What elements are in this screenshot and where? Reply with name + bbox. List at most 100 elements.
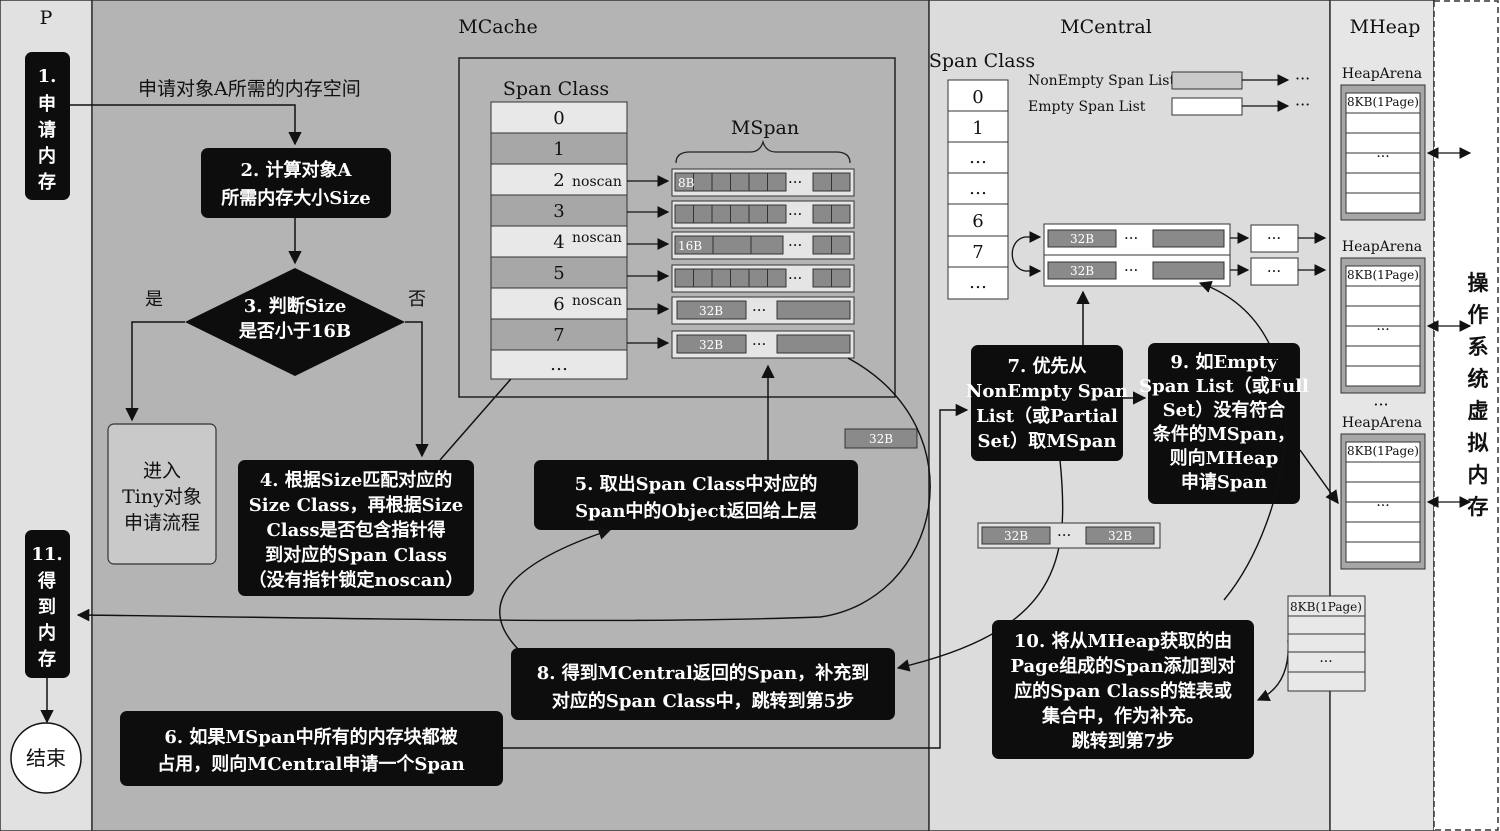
svg-text:32B: 32B [1004,529,1028,543]
svg-text:8KB(1Page): 8KB(1Page) [1290,600,1362,614]
svg-text:内: 内 [1468,462,1489,487]
step-6-box: 6. 如果MSpan中所有的内存块都被 占用，则向MCentral申请一个Spa… [120,711,503,786]
svg-text:6: 6 [553,294,564,315]
svg-text:所需内存大小Size: 所需内存大小Size [221,187,371,209]
heap-arena-label: HeapArena [1342,415,1422,431]
svg-text:拟: 拟 [1468,430,1489,455]
svg-text:集合中，作为补充。: 集合中，作为补充。 [1041,705,1204,727]
svg-text:5: 5 [553,263,564,284]
svg-text:1.: 1. [38,66,57,87]
mspan-dots: ··· [752,335,766,353]
mcentral-class7-lists: 32B ··· 32B ··· ··· ··· [1011,223,1327,287]
svg-text:对应的Span Class中，跳转到第5步: 对应的Span Class中，跳转到第5步 [552,690,854,712]
svg-text:11.: 11. [31,544,62,565]
step-5-box: 5. 取出Span Class中对应的 Span中的Object返回给上层 [534,460,858,530]
mcentral-returned-span: 32B ··· 32B [977,522,1161,549]
mcentral-span-class-title: Span Class [929,50,1035,72]
svg-text:统: 统 [1468,366,1489,391]
mspan-dots: ··· [788,173,802,191]
svg-text:存: 存 [38,171,56,193]
tiny-flow-box: 进入 Tiny对象 申请流程 [107,423,217,565]
svg-text:申: 申 [38,93,56,115]
svg-text:内: 内 [38,145,56,167]
heap-page-label: 8KB(1Page) [1347,95,1419,109]
svg-text:1: 1 [972,118,983,139]
svg-text:Page组成的Span添加到对: Page组成的Span添加到对 [1010,655,1235,677]
mspan-row: ··· 8B [671,168,855,197]
curve-step10-to-lists [1198,280,1287,601]
lane-title-mcache: MCache [458,16,537,38]
mcache-container [458,57,896,398]
svg-text:0: 0 [553,108,564,129]
svg-text:进入: 进入 [143,460,181,482]
mcache-span-class-table: 0 1 2 3 4 5 6 7 … noscan noscan noscan [490,101,628,380]
mspan-brace [675,139,851,164]
svg-text:（没有指针锁定noscan）: （没有指针锁定noscan） [249,569,464,591]
mspan-size-label: 16B [678,239,702,253]
arrow-3-no [405,321,429,458]
end-node: 结束 [10,722,82,794]
svg-text:存: 存 [1468,494,1489,519]
svg-text:···: ··· [1124,229,1138,247]
svg-text:到: 到 [38,597,56,618]
svg-text:···: ··· [1319,654,1332,670]
mspan-rows: ···8B······16B······32B···32B [671,168,855,359]
svg-text:2: 2 [553,170,564,191]
svg-text:Span中的Object返回给上层: Span中的Object返回给上层 [575,500,817,522]
svg-text:5. 取出Span Class中对应的: 5. 取出Span Class中对应的 [575,473,818,495]
svg-text:Class是否包含指针得: Class是否包含指针得 [266,519,445,541]
svg-text:6. 如果MSpan中所有的内存块都被: 6. 如果MSpan中所有的内存块都被 [164,726,458,748]
step-10-box: 10. 将从MHeap获取的由 Page组成的Span添加到对 应的Span C… [992,620,1254,759]
mheap-arenas: HeapArena8KB(1Page)···HeapArena8KB(1Page… [1340,66,1472,570]
curve-step8-to-step5 [499,527,612,651]
svg-text:申请Span: 申请Span [1181,471,1267,493]
mcache-span-class-title: Span Class [503,78,609,100]
lane-os [1433,0,1499,831]
mcentral-legend: NonEmpty Span List ··· Empty Span List ·… [1028,69,1310,116]
svg-text:···: ··· [1295,95,1310,114]
svg-text:Empty Span List: Empty Span List [1028,99,1146,115]
step-9-box: 9. 如Empty Span List（或Full Set）没有符合 条件的MS… [1139,343,1309,504]
label-yes: 是 [145,289,163,310]
svg-text:跳转到第7步: 跳转到第7步 [1072,730,1175,752]
svg-text:noscan: noscan [572,293,622,309]
svg-text:List（或Partial: List（或Partial [976,405,1118,427]
heap-page-dots: ··· [1376,149,1389,165]
mcentral-span-class-table: 0 1 … … 6 7 … [947,79,1009,300]
mspan-size-label: 32B [699,338,723,352]
step-2-box: 2. 计算对象A 所需内存大小Size [201,148,391,218]
svg-text:32B: 32B [869,432,893,446]
lane-title-p: P [40,7,53,29]
curve-mspan-to-step11 [76,357,931,622]
step-8-box: 8. 得到MCentral返回的Span，补充到 对应的Span Class中，… [511,648,895,720]
label-no: 否 [408,289,426,310]
mspan-title: MSpan [731,117,799,139]
svg-text:…: … [969,147,987,168]
heap-page-label: 8KB(1Page) [1347,268,1419,282]
svg-text:32B: 32B [1070,232,1094,246]
mspan-row: ··· [671,264,855,293]
svg-text:4. 根据Size匹配对应的: 4. 根据Size匹配对应的 [260,469,453,491]
svg-text:Tiny对象: Tiny对象 [122,486,202,508]
svg-text:7. 优先从: 7. 优先从 [1007,355,1086,377]
svg-text:Set）取MSpan: Set）取MSpan [977,431,1116,452]
mspan-dots: ··· [752,301,766,319]
mspan-row: ···16B [671,231,855,260]
mspan-dots: ··· [788,205,802,223]
arrow-1-to-2 [70,104,302,146]
svg-text:3: 3 [553,201,564,222]
svg-text:…: … [550,354,568,375]
svg-text:是否小于16B: 是否小于16B [238,321,351,342]
svg-text:NonEmpty Span: NonEmpty Span [966,381,1128,402]
mspan-size-label: 8B [678,176,695,190]
svg-text:10. 将从MHeap获取的由: 10. 将从MHeap获取的由 [1014,630,1232,652]
svg-text:···: ··· [1267,262,1281,280]
svg-text:请: 请 [38,120,56,141]
svg-text:1: 1 [553,139,564,160]
step-3-decision: 3. 判断Size 是否小于16B [185,268,405,376]
heap-page-dots: ··· [1376,498,1389,514]
svg-text:8. 得到MCentral返回的Span，补充到: 8. 得到MCentral返回的Span，补充到 [537,662,869,684]
